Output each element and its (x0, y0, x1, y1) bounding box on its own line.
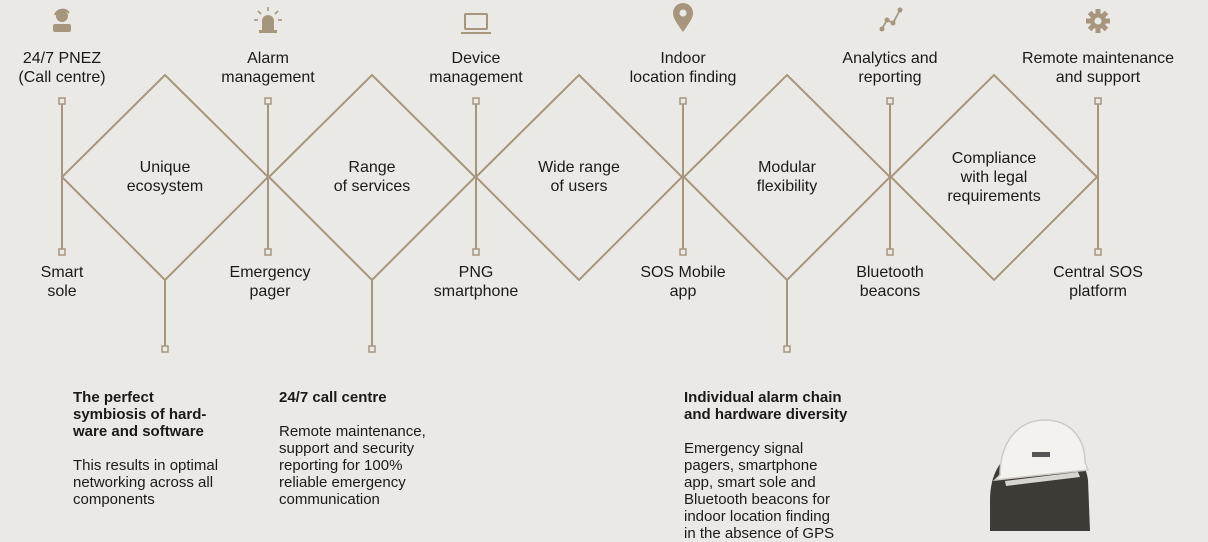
bottom-label-central-sos: Central SOS platform (1053, 264, 1143, 300)
description-heading: The perfect symbiosis of hard- ware and … (73, 389, 207, 440)
diamond-shape (682, 73, 892, 282)
description-alarm-chain: Individual alarm chain and hardware dive… (684, 372, 904, 542)
top-label-analytics: Analytics and reporting (842, 50, 938, 86)
top-label-indoor-location: Indoor location finding (629, 50, 737, 86)
bottom-label-bluetooth-beacons: Bluetooth beacons (856, 264, 924, 300)
top-label-device-management: Device management (429, 50, 523, 86)
diamond-label-range-of-services: Range of services (333, 159, 411, 195)
bottom-label-emergency-pager: Emergency pager (229, 264, 311, 300)
diamond-shape (474, 73, 684, 282)
top-label-call-centre: 24/7 PNEZ (Call centre) (18, 50, 106, 86)
description-call-centre: 24/7 call centre Remote maintenance, sup… (279, 372, 479, 508)
description-heading: Individual alarm chain and hardware dive… (684, 389, 848, 423)
headset-icon (53, 10, 71, 32)
top-label-remote-maintenance: Remote maintenance and support (1021, 50, 1175, 86)
diamond-label-unique-ecosystem: Unique ecosystem (126, 159, 204, 195)
worker-photo (990, 419, 1090, 531)
bottom-label-sos-mobile-app: SOS Mobile app (640, 264, 726, 300)
description-symbiosis: The perfect symbiosis of hard- ware and … (73, 372, 268, 508)
laptop-icon (461, 13, 491, 34)
bottom-label-smart-sole: Smart sole (40, 264, 84, 300)
description-body: Emergency signal pagers, smartphone app,… (684, 440, 835, 542)
diamond-shape (889, 73, 1099, 282)
location-pin-icon (673, 3, 693, 32)
alarm-light-icon (254, 7, 282, 33)
top-label-alarm-management: Alarm management (221, 50, 315, 86)
ecosystem-diagram (53, 3, 1110, 531)
diamond-shape (267, 73, 477, 282)
diamond-label-compliance: Compliance with legal requirements (947, 150, 1041, 205)
description-heading: 24/7 call centre (279, 389, 387, 406)
bottom-label-png-smartphone: PNG smartphone (433, 264, 519, 300)
diamond-shape (60, 73, 270, 282)
description-body: Remote maintenance, support and security… (279, 423, 426, 508)
description-body: This results in optimal networking acros… (73, 457, 219, 508)
analytics-graph-icon (879, 7, 903, 32)
diamond-label-modular-flexibility: Modular flexibility (756, 159, 818, 195)
diamond-label-wide-range-of-users: Wide range of users (538, 159, 620, 195)
headset-arc (54, 8, 70, 16)
gear-icon (1086, 9, 1110, 33)
